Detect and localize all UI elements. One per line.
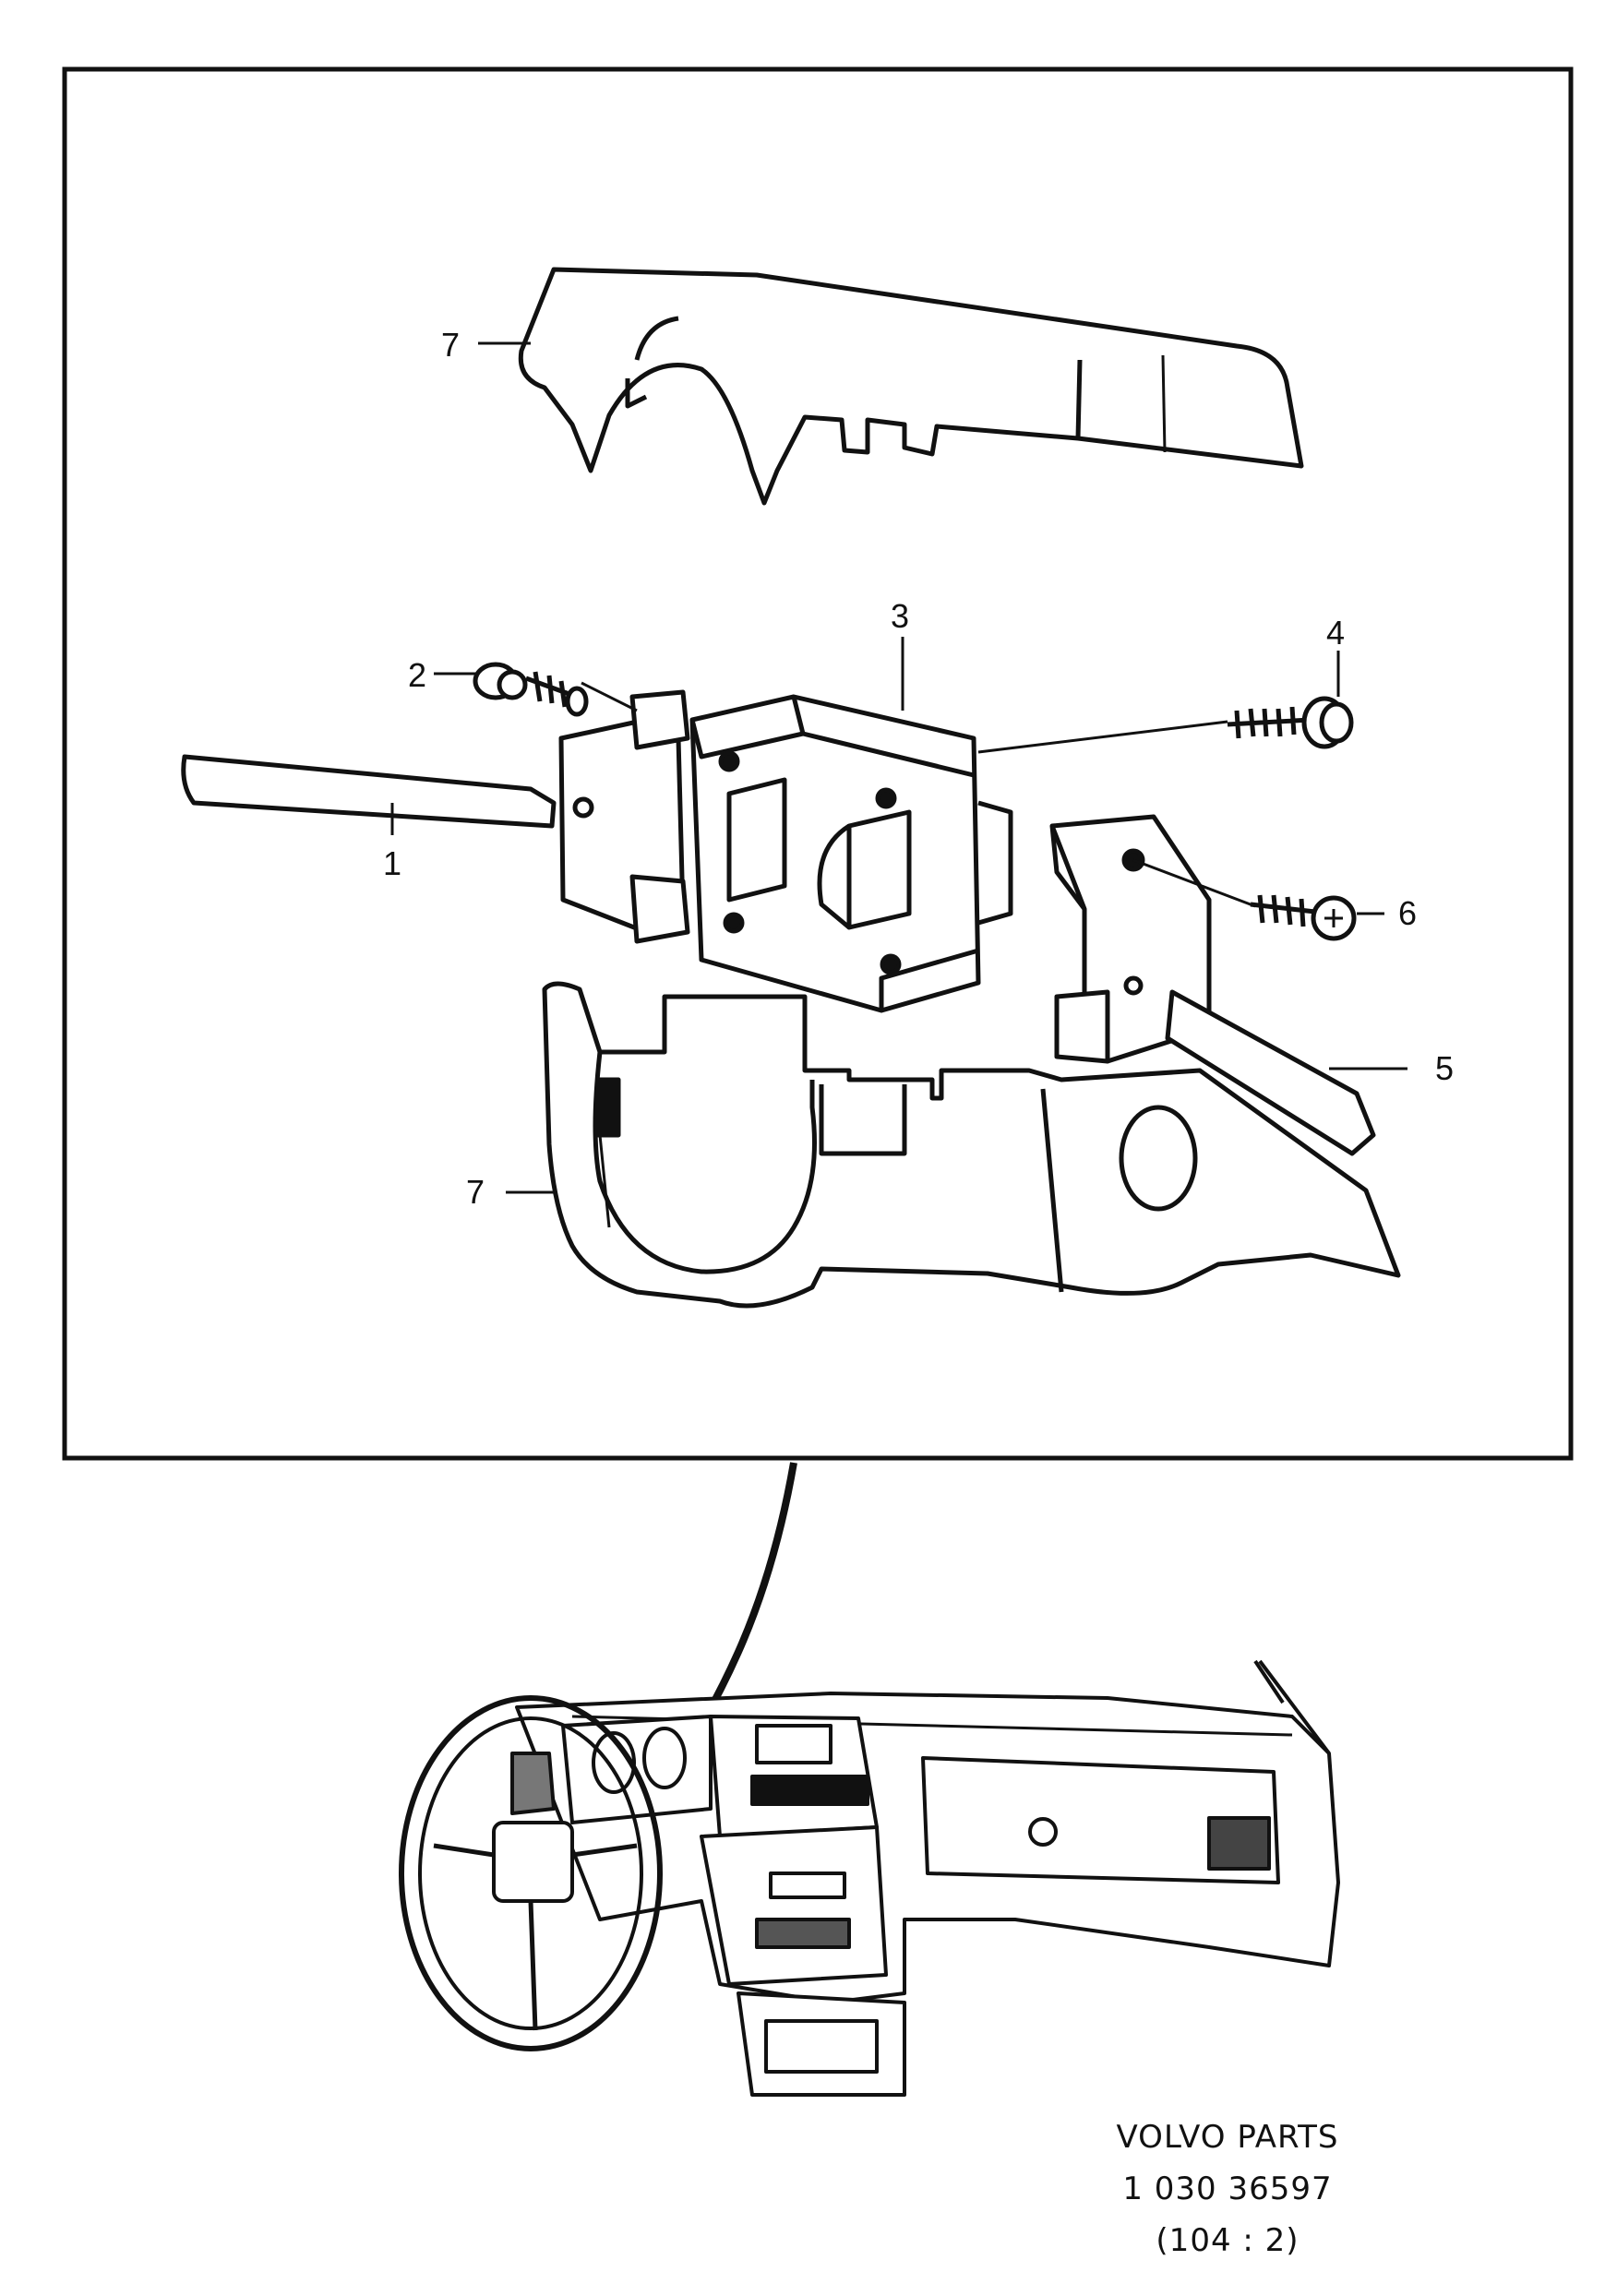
switch-housing-part xyxy=(689,694,1013,1013)
brand-label: VOLVO PARTS xyxy=(1116,2119,1339,2156)
leader-lines xyxy=(390,341,1407,1194)
callout-1: 1 xyxy=(383,844,401,882)
callout-6: 6 xyxy=(1398,894,1417,932)
left-stalk-switch-part xyxy=(181,689,690,944)
diagram-frame xyxy=(62,66,1574,1461)
spring-nut-4-part xyxy=(1227,696,1354,749)
callout-7-lower: 7 xyxy=(466,1173,485,1211)
reference-label: (104 : 2) xyxy=(1156,2222,1300,2259)
upper-shroud-part xyxy=(518,267,1304,506)
callout-3: 3 xyxy=(891,597,909,635)
lower-shroud-part xyxy=(542,981,1401,1309)
footer-block: VOLVO PARTS 1 030 36597 (104 : 2) xyxy=(1061,2111,1394,2266)
spring-screw-2-part xyxy=(473,662,589,717)
right-stalk-switch-part xyxy=(1049,814,1376,1156)
callout-2: 2 xyxy=(408,656,426,694)
dashboard-overview-illustration xyxy=(399,1659,1340,2097)
callout-5: 5 xyxy=(1435,1049,1454,1087)
part-number-label: 1 030 36597 xyxy=(1122,2170,1333,2207)
callout-4: 4 xyxy=(1326,614,1345,652)
callout-7-upper: 7 xyxy=(441,326,460,364)
screw-6-part xyxy=(1250,894,1357,941)
